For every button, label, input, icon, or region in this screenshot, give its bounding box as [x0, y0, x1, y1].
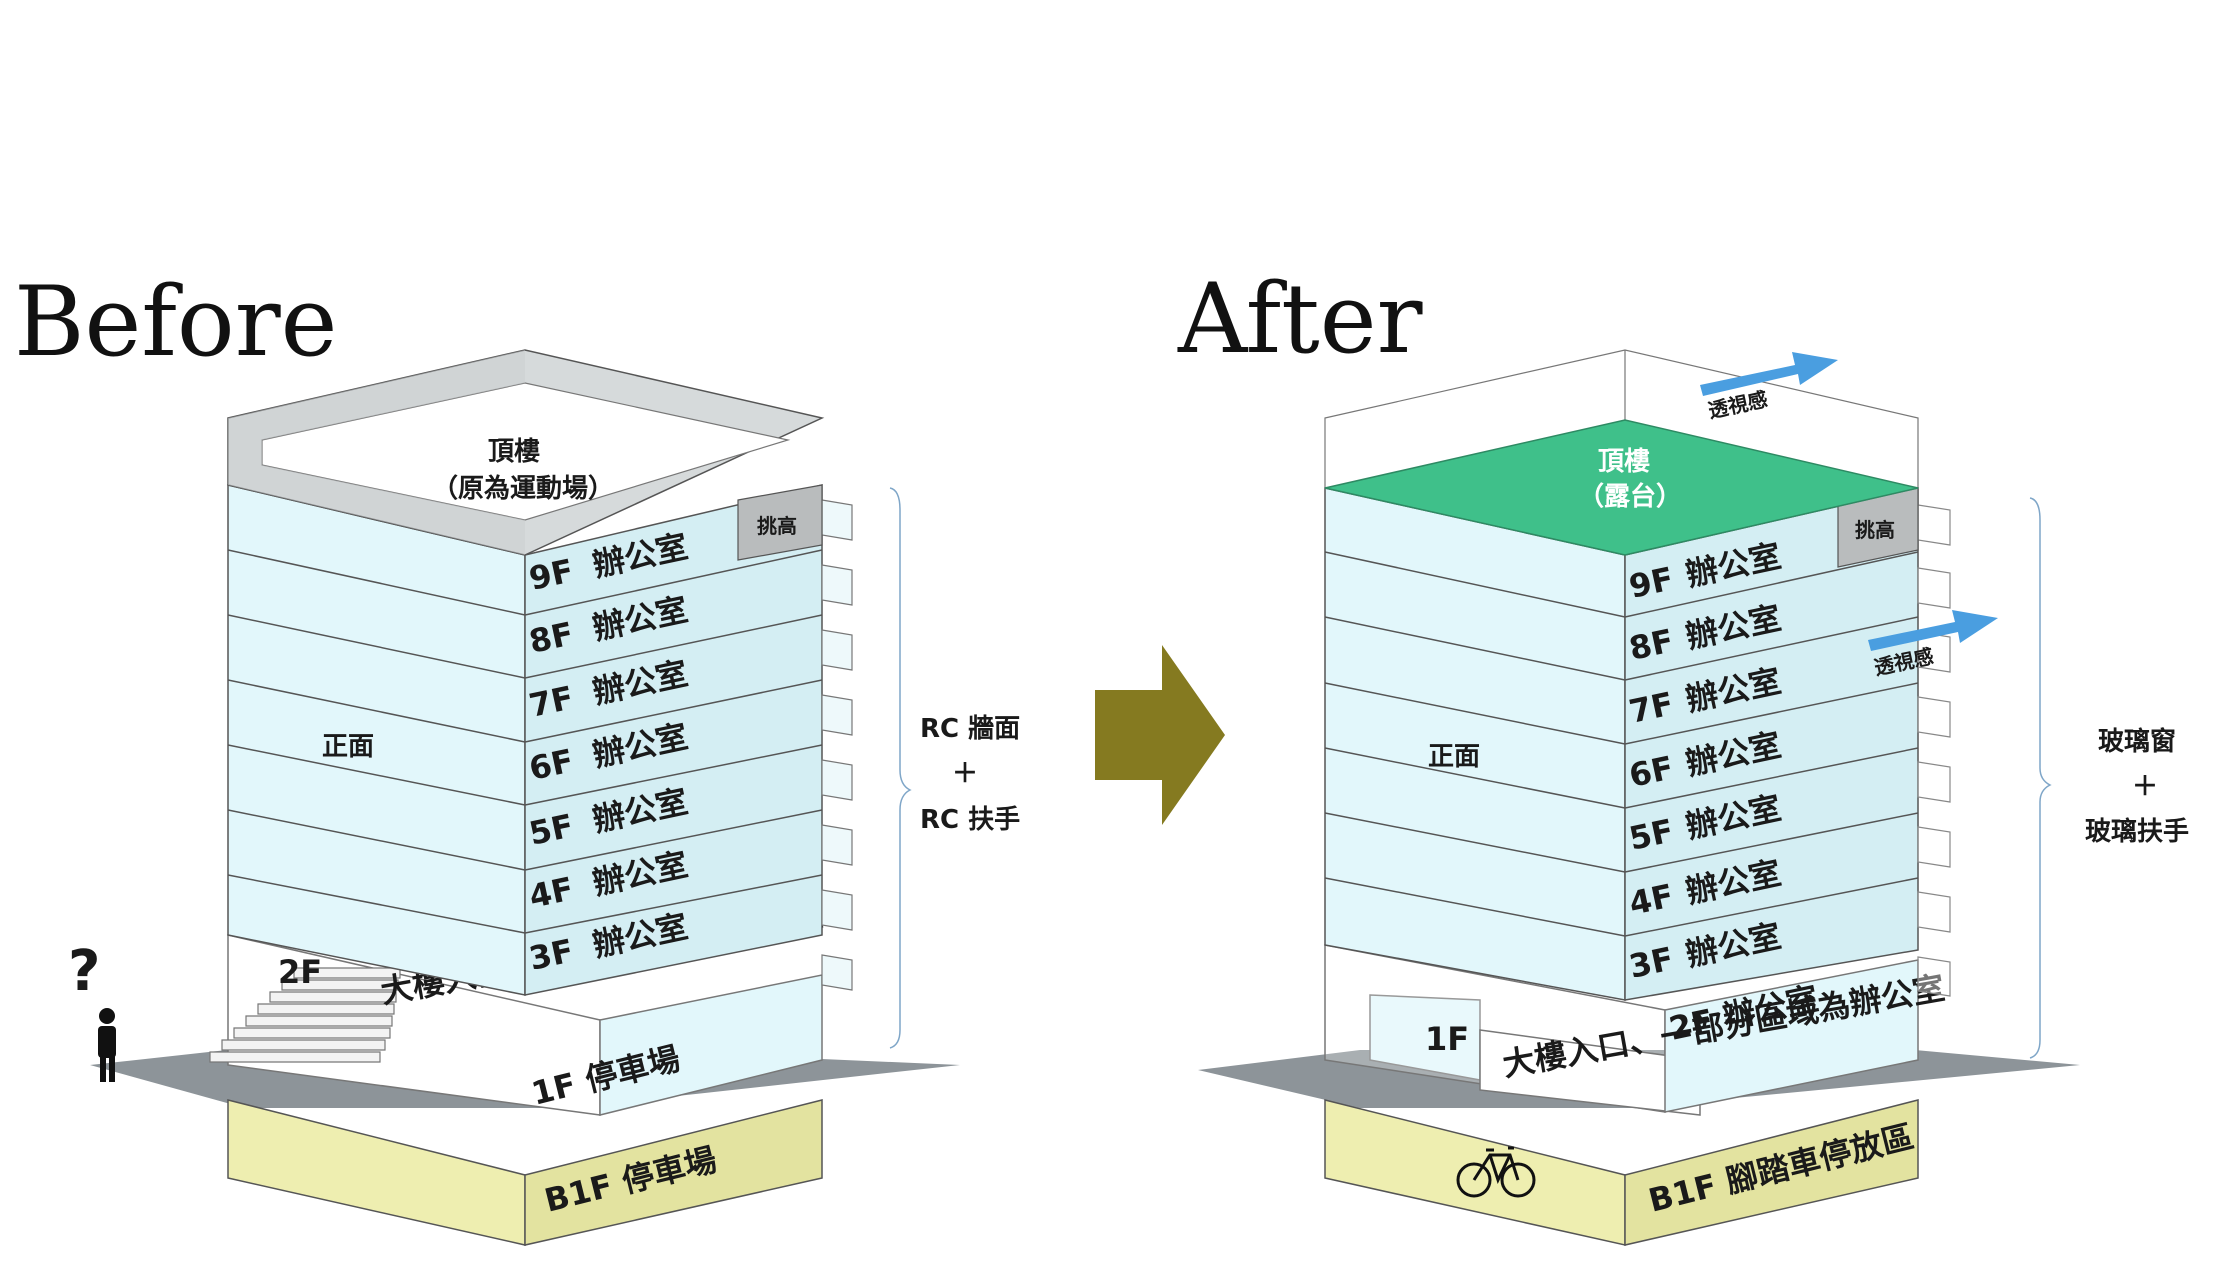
transparency-arrow-icon-mid: [1868, 610, 1998, 651]
before-floor-4f: 4F: [526, 869, 577, 915]
before-side-label-1: RC 牆面: [920, 714, 1020, 744]
after-side-label-1: 玻璃窗: [2098, 726, 2176, 757]
after-side-plus: ＋: [2132, 772, 2158, 802]
before-roof-label-1: 頂樓: [488, 436, 540, 467]
transition-arrow-icon: [1095, 645, 1225, 825]
after-side-bracket: [2029, 497, 2052, 1059]
before-roof-label-2: （原為運動場）: [432, 474, 614, 504]
before-side-bracket: [889, 487, 912, 1049]
before-floor-3f: 3F: [526, 931, 577, 977]
after-floor-5f: 5F: [1626, 811, 1677, 857]
before-floor-7f: 7F: [526, 678, 577, 724]
after-side-label-2: 玻璃扶手: [2085, 816, 2189, 847]
after-floor-3f: 3F: [1626, 939, 1677, 985]
before-basement-side: [524, 1099, 823, 1246]
after-floor-8f: 8F: [1626, 621, 1677, 667]
after-basement-front: [1324, 1099, 1626, 1246]
before-floor-stack: [227, 484, 823, 996]
before-side-plus: ＋: [952, 759, 978, 789]
question-mark: ?: [68, 939, 100, 1004]
after-building: After B1F 腳踏車停放區 1F 2F 辦公室 大樓入口、一部分區域為辦公…: [1177, 263, 2189, 1246]
stairs: [209, 967, 401, 1063]
before-podium-side: [599, 974, 823, 1116]
before-floor-8f: 8F: [526, 614, 577, 660]
before-balconies: [821, 499, 853, 991]
after-basement-side: [1624, 1099, 1919, 1246]
before-roof-parapet: [228, 350, 525, 555]
after-floor-4f: 4F: [1626, 876, 1677, 922]
after-roof-label-2: （露台）: [1578, 481, 1682, 512]
after-floor-stack: [1324, 487, 1919, 1001]
before-floor-5f: 5F: [526, 806, 577, 852]
before-title: Before: [14, 266, 337, 378]
after-roof-terrace: [1324, 419, 1919, 556]
before-side-label-2: RC 扶手: [920, 805, 1020, 835]
bicycle-icon: [1456, 1146, 1536, 1198]
after-podium-side: [1664, 959, 1919, 1113]
before-floor-6f: 6F: [526, 741, 577, 787]
before-floor-9f: 9F: [526, 551, 577, 597]
after-floor-7f: 7F: [1626, 684, 1677, 730]
after-title: After: [1177, 263, 1423, 375]
person-icon: [98, 1008, 116, 1082]
before-basement-front: [227, 1099, 526, 1246]
after-floor-6f: 6F: [1626, 748, 1677, 794]
after-balconies: [1917, 504, 1951, 997]
transparency-arrow-icon-top: [1700, 352, 1838, 396]
before-building: Before B1F 停車場 2F 大樓入口、一部分區域為辦公室 1F 停車場: [14, 266, 1020, 1246]
after-roof-label-1: 頂樓: [1598, 446, 1650, 477]
after-front-label: 正面: [1428, 742, 1480, 772]
after-1f-label: 1F: [1425, 1020, 1469, 1058]
before-atrium-label: 挑高: [757, 514, 797, 538]
after-atrium-label: 挑高: [1855, 518, 1895, 542]
before-atrium-box: [737, 484, 823, 561]
after-podium-entrance: [1479, 1029, 1701, 1116]
before-front-label: 正面: [322, 732, 374, 762]
after-floor-9f: 9F: [1626, 559, 1677, 605]
before-2f-label: 2F: [278, 953, 322, 991]
